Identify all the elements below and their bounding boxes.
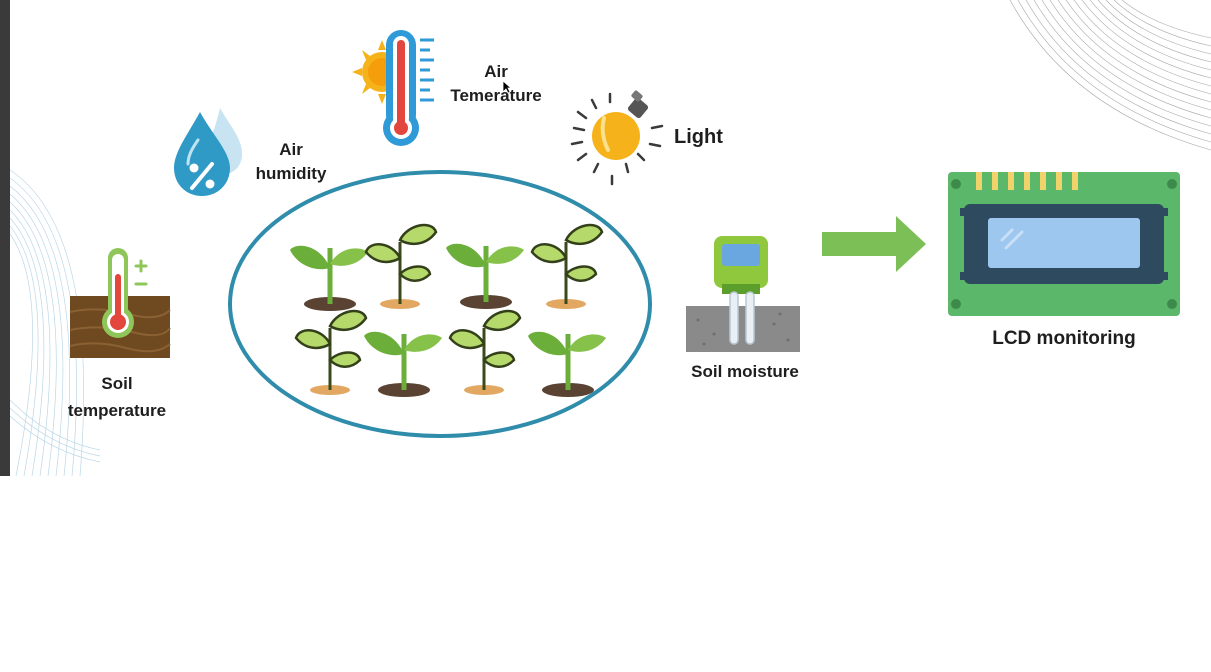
diagram-slide: Air humidity Air [10, 0, 1211, 476]
soil-temperature-label: Soil temperature [52, 370, 182, 424]
wave-decoration-left [10, 169, 101, 476]
soil-temperature-label-line1: Soil [101, 374, 133, 393]
air-humidity-label: Air humidity [246, 138, 336, 186]
arrow-right-icon [822, 214, 930, 274]
thermometer-sun-icon [352, 26, 448, 150]
air-temperature-label-line2: Temerature [450, 86, 542, 105]
air-humidity-label-line1: Air [279, 140, 303, 159]
light-bulb-icon [564, 90, 668, 186]
soil-temperature-label-line2: temperature [67, 401, 167, 420]
soil-thermometer-icon [68, 244, 172, 362]
soil-moisture-label: Soil moisture [691, 362, 799, 381]
light-label: Light [674, 126, 723, 148]
air-temperature-label-line1: Air [484, 62, 508, 81]
air-temperature-label: Air Temerature [438, 60, 554, 108]
mouse-cursor-icon [502, 80, 512, 94]
lcd-module-icon [946, 168, 1182, 320]
plants-field-group [228, 168, 660, 444]
soil-moisture-sensor-icon [684, 234, 804, 356]
window-edge [0, 0, 10, 476]
plants-ellipse [228, 170, 652, 438]
wave-decoration-right [1009, 0, 1211, 151]
air-humidity-label-line2: humidity [255, 164, 327, 183]
water-drop-percent-icon [168, 104, 248, 200]
lcd-monitoring-label: LCD monitoring [992, 328, 1136, 349]
